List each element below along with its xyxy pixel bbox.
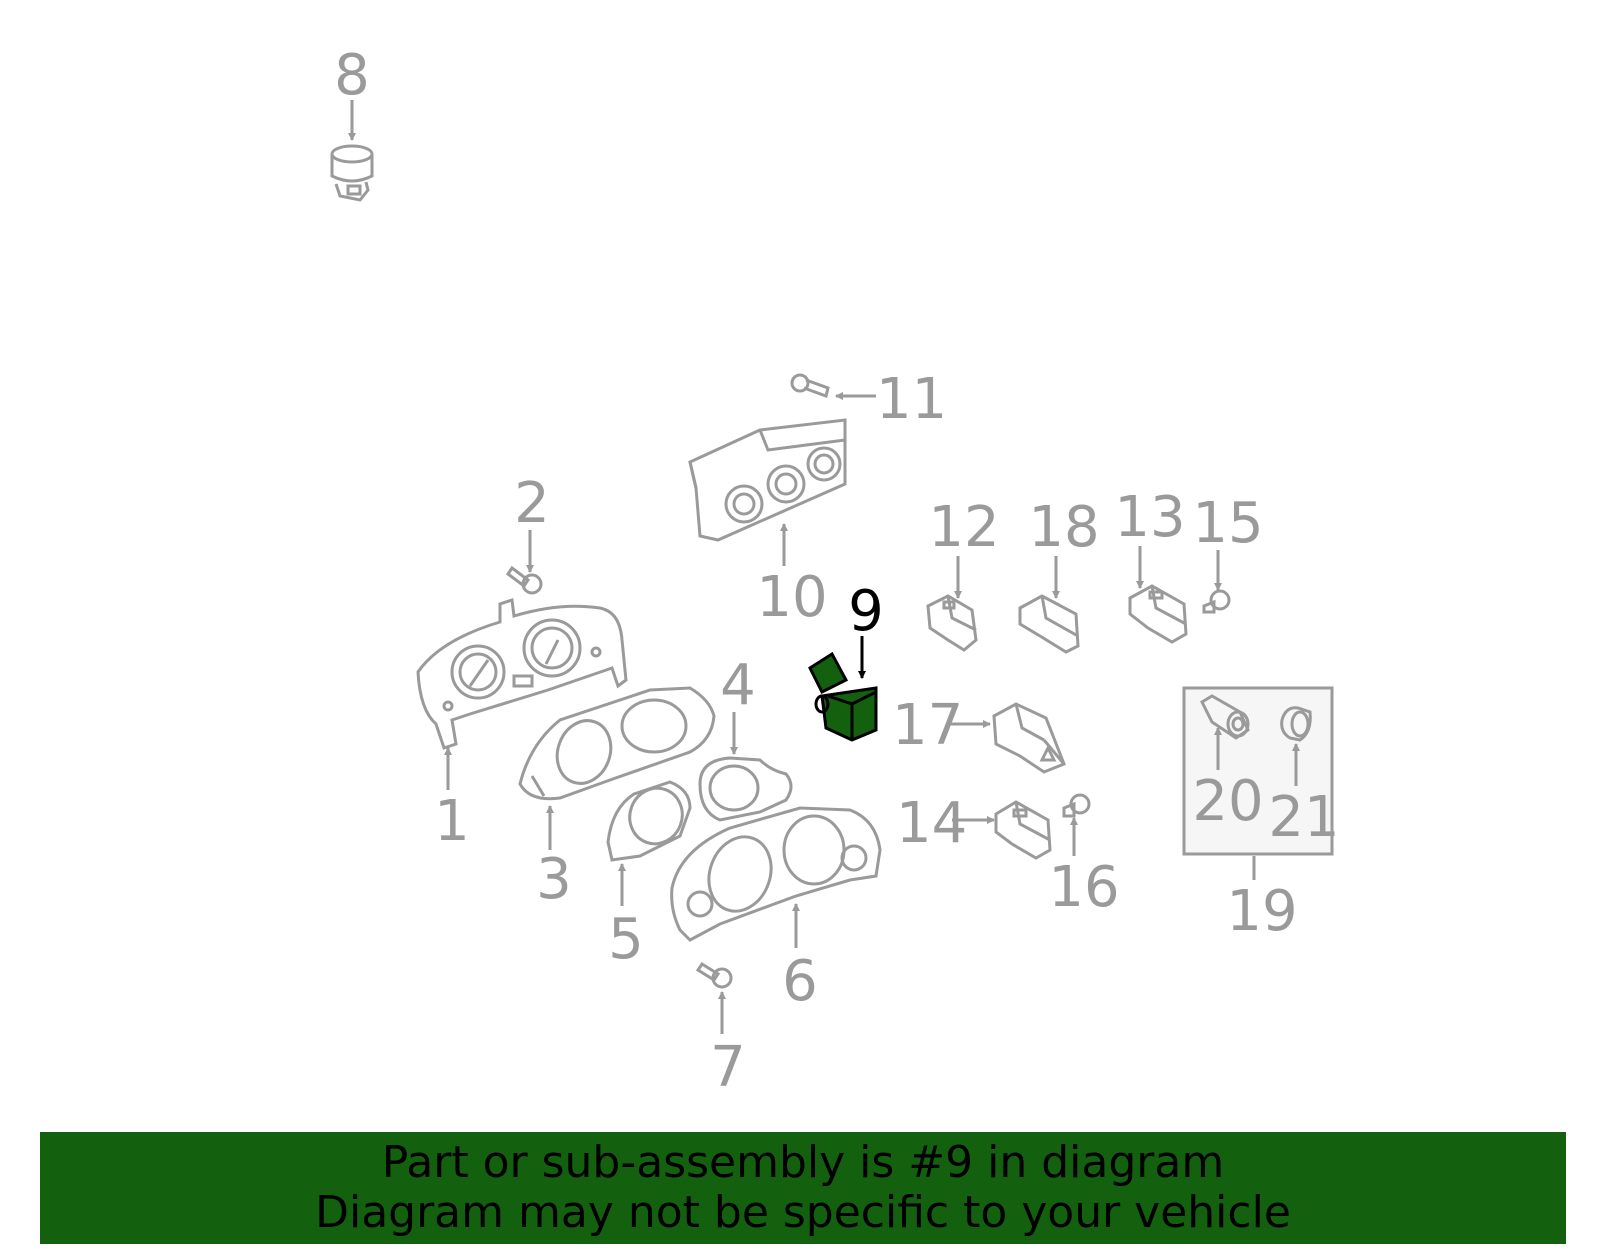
callout-19[interactable]: 19 — [1226, 879, 1297, 944]
part-10-control-panel[interactable] — [688, 418, 847, 542]
part-5-gauge-bezel[interactable] — [606, 780, 692, 862]
part-17-switch[interactable] — [992, 702, 1066, 774]
callout-4[interactable]: 4 — [720, 653, 756, 718]
part-8-knob[interactable] — [330, 144, 374, 202]
callout-6[interactable]: 6 — [782, 949, 818, 1014]
part-13-switch[interactable] — [1128, 584, 1188, 644]
callout-8[interactable]: 8 — [334, 43, 370, 108]
callout-12[interactable]: 12 — [928, 495, 999, 560]
callout-17[interactable]: 17 — [892, 693, 963, 758]
banner-line-2: Diagram may not be specific to your vehi… — [315, 1187, 1291, 1238]
part-6-cluster-cover[interactable] — [670, 806, 882, 942]
banner-line-1: Part or sub-assembly is #9 in diagram — [381, 1137, 1225, 1188]
callout-7[interactable]: 7 — [710, 1035, 746, 1100]
callout-10[interactable]: 10 — [756, 565, 827, 630]
part-2-screw[interactable] — [505, 565, 543, 595]
part-21-cap[interactable] — [1280, 706, 1312, 742]
callout-16[interactable]: 16 — [1048, 855, 1119, 920]
callout-11[interactable]: 11 — [876, 367, 947, 432]
part-14-switch[interactable] — [994, 800, 1052, 860]
part-11-screw[interactable] — [790, 373, 830, 398]
callout-18[interactable]: 18 — [1028, 495, 1099, 560]
callout-5[interactable]: 5 — [608, 907, 644, 972]
callout-3[interactable]: 3 — [536, 847, 572, 912]
callout-15[interactable]: 15 — [1192, 491, 1263, 556]
callout-9[interactable]: 9 — [848, 579, 884, 644]
part-20-socket[interactable] — [1200, 694, 1250, 740]
part-9-switch[interactable] — [808, 651, 878, 742]
banner-background — [40, 1132, 1566, 1244]
callout-21[interactable]: 21 — [1268, 785, 1339, 850]
callout-14[interactable]: 14 — [896, 791, 967, 856]
part-7-screw[interactable] — [695, 961, 733, 989]
part-15-clip[interactable] — [1202, 589, 1231, 614]
callout-13[interactable]: 13 — [1114, 485, 1185, 550]
part-12-switch[interactable] — [926, 594, 978, 652]
info-banner: Part or sub-assembly is #9 in diagram Di… — [40, 1132, 1566, 1244]
callout-1[interactable]: 1 — [434, 789, 470, 854]
part-18-switch[interactable] — [1018, 594, 1080, 654]
callout-20[interactable]: 20 — [1192, 769, 1263, 834]
callout-2[interactable]: 2 — [514, 471, 550, 536]
part-3-cluster-lens[interactable] — [518, 686, 716, 801]
part-4-gauge-bezel[interactable] — [698, 756, 793, 822]
part-16-clip[interactable] — [1062, 793, 1091, 818]
part-1-cluster-housing[interactable] — [416, 597, 628, 750]
